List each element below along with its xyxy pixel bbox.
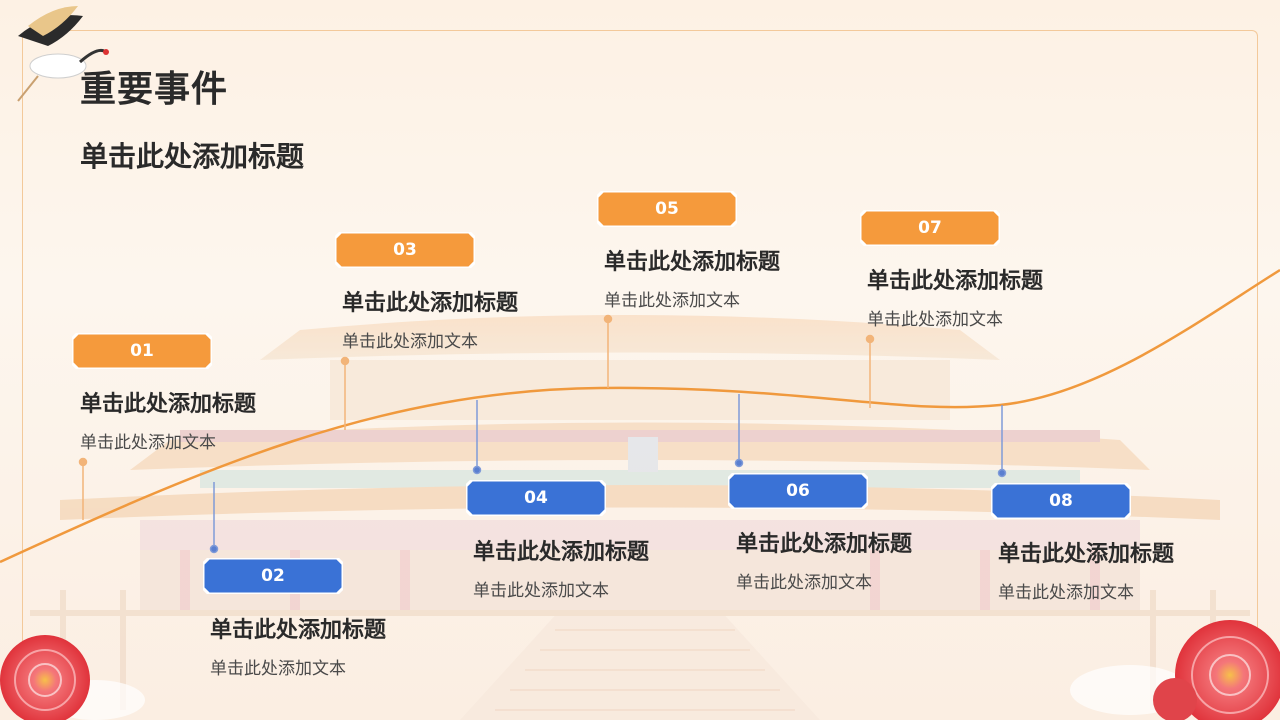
page-subtitle: 单击此处添加标题 — [80, 140, 305, 173]
peony-flower-left — [0, 635, 90, 720]
event-text[interactable]: 单击此处添加文本 — [80, 433, 216, 453]
event-badge-03[interactable]: 03 — [335, 232, 475, 268]
page-title: 重要事件 — [80, 69, 229, 110]
event-text[interactable]: 单击此处添加文本 — [867, 310, 1003, 330]
event-badge-02[interactable]: 02 — [203, 558, 343, 594]
event-number: 02 — [261, 566, 285, 586]
timeline-curve — [0, 268, 1280, 564]
event-badge-01[interactable]: 01 — [72, 333, 212, 369]
event-text[interactable]: 单击此处添加文本 — [473, 581, 609, 601]
event-title[interactable]: 单击此处添加标题 — [998, 542, 1175, 567]
event-title[interactable]: 单击此处添加标题 — [80, 392, 257, 417]
event-number: 07 — [918, 218, 942, 238]
event-title[interactable]: 单击此处添加标题 — [473, 540, 650, 565]
event-title[interactable]: 单击此处添加标题 — [867, 269, 1044, 294]
event-badge-06[interactable]: 06 — [728, 473, 868, 509]
event-title[interactable]: 单击此处添加标题 — [604, 250, 781, 275]
decorative-frame — [22, 30, 1258, 711]
peony-flower-right — [1153, 620, 1280, 720]
event-number: 03 — [393, 240, 417, 260]
event-text[interactable]: 单击此处添加文本 — [604, 291, 740, 311]
event-badge-04[interactable]: 04 — [466, 480, 606, 516]
event-title[interactable]: 单击此处添加标题 — [342, 291, 519, 316]
event-text[interactable]: 单击此处添加文本 — [342, 332, 478, 352]
event-number: 05 — [655, 199, 679, 219]
event-title[interactable]: 单击此处添加标题 — [736, 532, 913, 557]
event-title[interactable]: 单击此处添加标题 — [210, 618, 387, 643]
event-badge-08[interactable]: 08 — [991, 483, 1131, 519]
event-text[interactable]: 单击此处添加文本 — [998, 583, 1134, 603]
event-text[interactable]: 单击此处添加文本 — [210, 659, 346, 679]
event-number: 06 — [786, 481, 810, 501]
event-badge-07[interactable]: 07 — [860, 210, 1000, 246]
event-number: 08 — [1049, 491, 1073, 511]
event-number: 01 — [130, 341, 154, 361]
event-number: 04 — [524, 488, 548, 508]
event-text[interactable]: 单击此处添加文本 — [736, 573, 872, 593]
crane-icon — [17, 6, 109, 102]
event-badge-05[interactable]: 05 — [597, 191, 737, 227]
